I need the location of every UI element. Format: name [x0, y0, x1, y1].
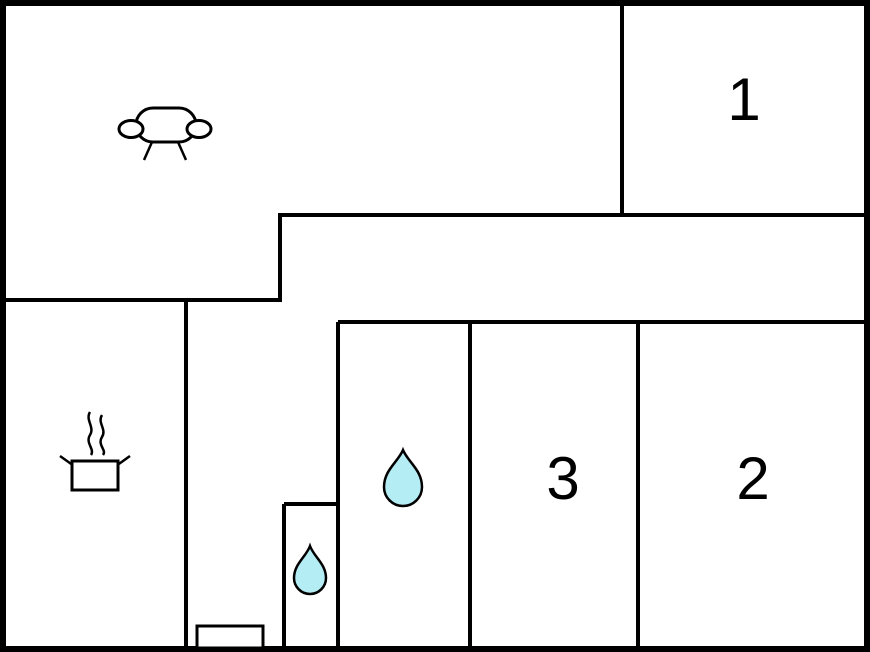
cooking-pot-icon	[59, 411, 131, 492]
room-label-3: 3	[546, 445, 580, 512]
sofa-icon	[117, 106, 213, 161]
sofa-armrest-right	[185, 119, 213, 139]
sofa-armrest-left	[117, 119, 145, 139]
water-drop-large-icon	[382, 446, 424, 508]
steam-icon	[87, 411, 94, 456]
room-label-1: 1	[727, 66, 761, 133]
sofa-leg-left	[142, 141, 154, 161]
room-label-2: 2	[736, 445, 770, 512]
water-drop-small-icon	[292, 542, 328, 596]
steam-icon	[99, 414, 106, 456]
pot-body	[70, 459, 120, 492]
sofa-leg-right	[176, 141, 188, 161]
entrance-door	[195, 624, 265, 650]
